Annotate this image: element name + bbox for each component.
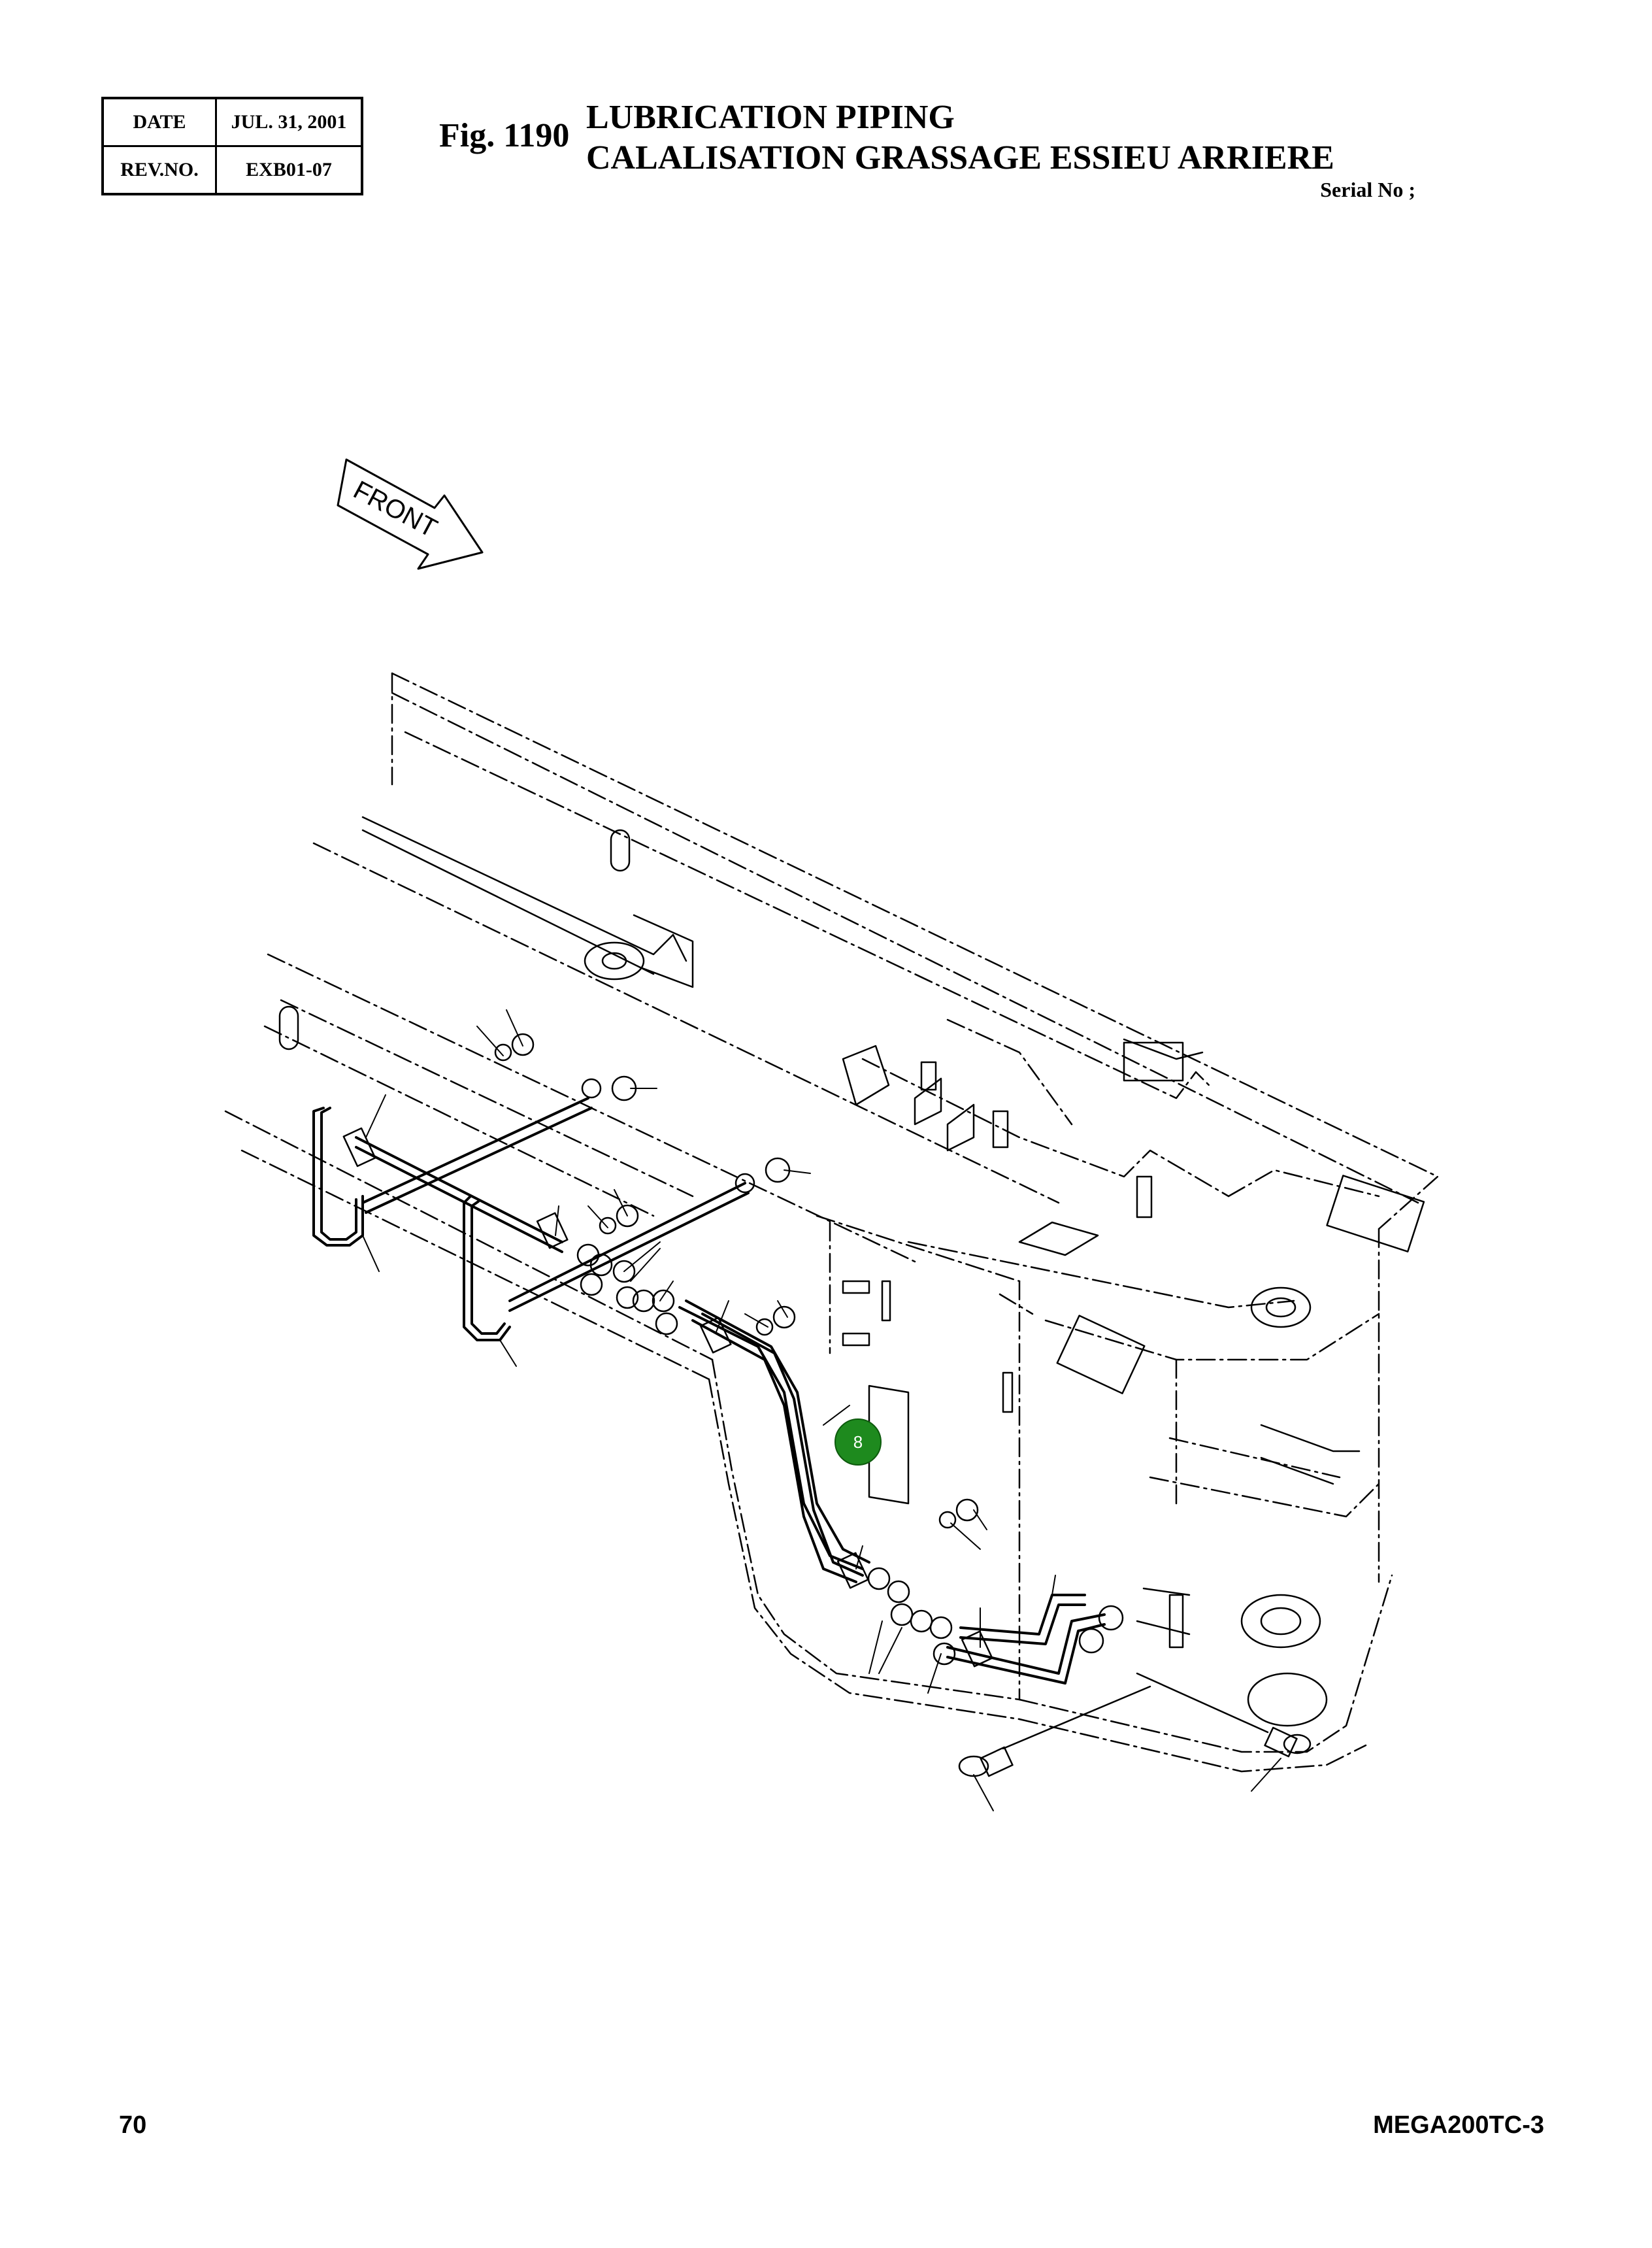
frame-details (278, 816, 1425, 1727)
lubrication-pipes (312, 1097, 1106, 1685)
model-number: MEGA200TC-3 (1373, 2111, 1544, 2139)
page-number: 70 (119, 2111, 147, 2139)
date-label: DATE (101, 97, 217, 147)
figure-number: Fig. 1190 (439, 117, 570, 154)
fitting-cluster-upper (576, 1243, 678, 1335)
rev-value: EXB01-07 (215, 145, 363, 195)
date-value: JUL. 31, 2001 (215, 97, 363, 147)
page-title: LUBRICATION PIPING (586, 99, 955, 136)
axle-frame-outline (224, 672, 1439, 1773)
grease-nipple-right (1264, 1726, 1312, 1758)
revision-table: DATE JUL. 31, 2001 REV.NO. EXB01-07 (101, 97, 363, 195)
front-arrow-icon: FRONT (337, 458, 484, 570)
leader-lines (362, 1009, 1281, 1811)
fitting-cluster-lower (867, 1567, 1124, 1666)
page-subtitle: CALALISATION GRASSAGE ESSIEU ARRIERE (586, 139, 1334, 176)
callout-8-marker[interactable]: 8 (834, 1418, 882, 1466)
serial-number-label: Serial No ; (1320, 178, 1415, 201)
grease-nipple-left (958, 1746, 1014, 1777)
rev-label: REV.NO. (101, 145, 217, 195)
